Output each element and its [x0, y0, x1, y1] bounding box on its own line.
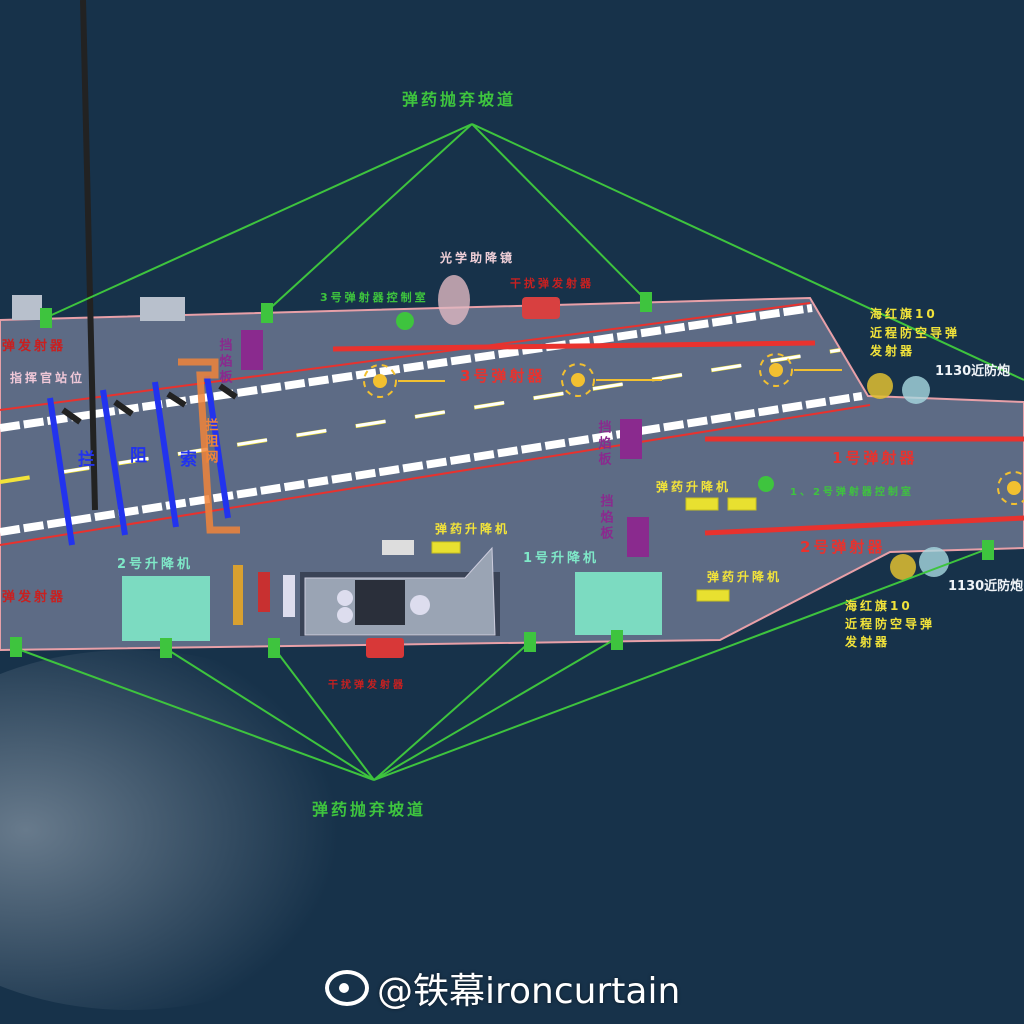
svg-text:发射器: 发射器: [869, 343, 915, 358]
elevator-1-label: 1号升降机: [523, 550, 599, 566]
hq10-top-label: 海红旗10 近程防空导弹 发射器: [869, 306, 960, 358]
catapult-3-track: [332, 340, 816, 352]
sponson: [12, 295, 42, 320]
catapult-2-track: [704, 515, 1024, 536]
barricade-frame: [178, 358, 240, 534]
arresting-wires: [47, 375, 231, 546]
hq10-bottom-label: 海红旗10 近程防空导弹 发射器: [844, 598, 935, 649]
ammo-elevator-hatches: [431, 497, 757, 602]
blast-deflector-2-label: 挡焰板: [598, 493, 614, 542]
sponson: [140, 297, 185, 321]
elevator-2: [122, 576, 210, 641]
deck-red-line: [0, 404, 871, 546]
ciws-top: [902, 376, 930, 404]
decoy-launcher-left-bottom-label: 弹发射器: [2, 589, 66, 605]
svg-text:海红旗10: 海红旗10: [870, 306, 938, 321]
catapult-1-label: 1号弹射器: [832, 449, 917, 467]
blast-deflector-2: [627, 517, 649, 557]
deck-vehicle: [233, 565, 243, 625]
ammo-elevator-label-3: 弹药升降机: [707, 569, 782, 584]
decoy-launcher-bottom-label: 干扰弹发射器: [328, 678, 406, 691]
flight-deck: [0, 296, 1024, 652]
hq10-launcher-bottom: [890, 554, 916, 580]
svg-text:发射器: 发射器: [844, 634, 890, 649]
arresting-wire-label-3: 索: [180, 449, 200, 470]
landing-centerline-white: [29, 348, 841, 479]
cat12-control-room-label: 1、2号弹射器控制室: [790, 485, 914, 498]
watermark: @铁幕ironcurtain: [325, 962, 680, 1014]
ramp-label-bottom: 弹药抛弃坡道: [312, 800, 426, 819]
decoy-launcher-top: [522, 297, 560, 319]
blast-deflector-3: [241, 330, 263, 370]
blast-deflector-1-label: 挡焰板: [596, 419, 612, 468]
catapult-2-label: 2号弹射器: [800, 538, 885, 556]
deck-vehicle: [382, 540, 414, 555]
deck-vehicle: [283, 575, 295, 617]
ramp-leader-lines: [14, 123, 1024, 781]
arresting-wire-label-1: 拦: [78, 449, 98, 470]
decoy-launcher-bottom: [366, 638, 404, 658]
ciws-bottom-label: 1130近防炮: [948, 578, 1023, 594]
landing-area-edge: [0, 392, 863, 536]
launch-spot-icon: [363, 353, 1024, 505]
optical-landing-aid-label: 光学助降镜: [439, 250, 515, 265]
decoy-launcher-top-label: 干扰弹发射器: [510, 276, 594, 290]
ciws-bottom: [919, 547, 949, 577]
optical-landing-aid: [438, 275, 470, 325]
watermark-text: @铁幕ironcurtain: [377, 971, 681, 1012]
cat3-control-room-marker: [396, 312, 414, 330]
deck-red-line: [0, 302, 811, 411]
elevator-1: [575, 572, 662, 635]
radar-dome: [337, 607, 353, 623]
ramp-label-top: 弹药抛弃坡道: [402, 90, 516, 109]
svg-text:近程防空导弹: 近程防空导弹: [870, 325, 960, 340]
deck-vehicle: [258, 572, 270, 612]
blast-deflector-3-label: 挡焰板: [217, 337, 233, 386]
elevator-2-label: 2号升降机: [117, 556, 193, 572]
landing-area-edge: [0, 304, 813, 432]
cat12-control-room-marker: [758, 476, 774, 492]
catapult-3-label: 3号弹射器: [460, 367, 545, 385]
svg-text:近程防空导弹: 近程防空导弹: [845, 616, 935, 631]
cat3-control-room-label: 3号弹射器控制室: [320, 290, 429, 304]
svg-text:海红旗10: 海红旗10: [845, 598, 913, 613]
hq10-launcher-top: [867, 373, 893, 399]
blast-deflector-1: [620, 419, 642, 459]
ammo-elevator-label-2: 弹药升降机: [435, 521, 510, 536]
wire-sheaves: [61, 0, 238, 511]
smoke-plume: [0, 650, 390, 1010]
barricade-label: 拦阻网: [203, 417, 219, 466]
radar-dome: [410, 595, 430, 615]
ciws-top-label: 1130近防炮: [935, 363, 1010, 379]
decoy-launcher-left-top-label: 弹发射器: [2, 338, 66, 354]
weibo-logo-icon: [325, 970, 369, 1006]
island-hangar-frame: [355, 580, 405, 625]
lso-station-label: 指挥官站位: [10, 370, 85, 385]
radar-dome: [337, 590, 353, 606]
ramp-markers: [10, 292, 994, 658]
arresting-wire-label-2: 阻: [130, 446, 150, 466]
ammo-elevator-label-1: 弹药升降机: [656, 479, 731, 494]
